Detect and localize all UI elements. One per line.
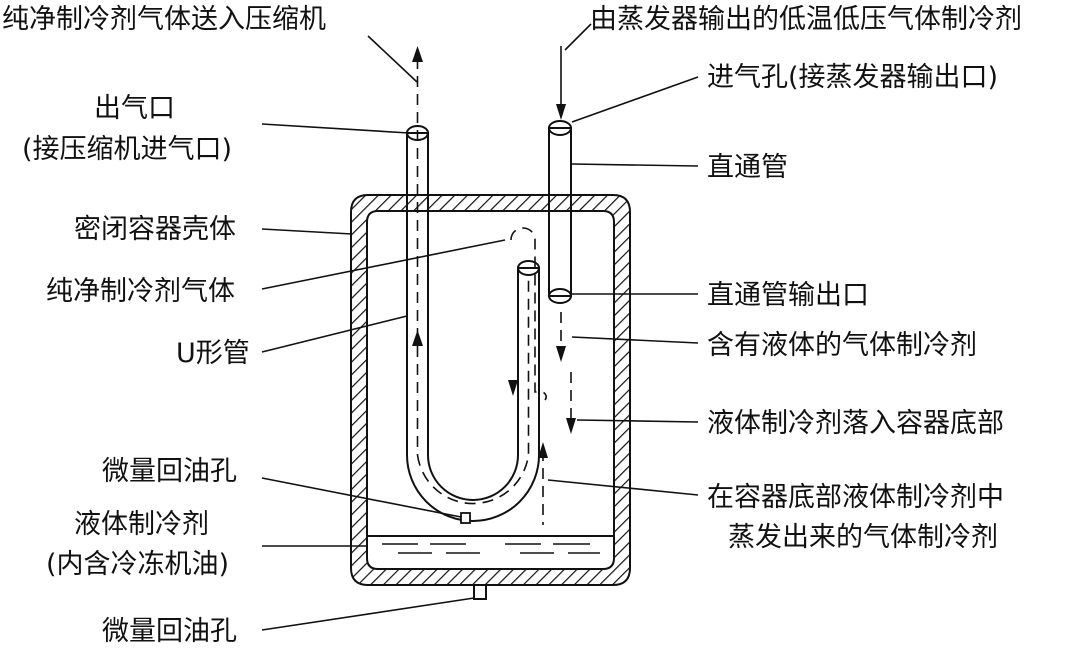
label-evaporated: 在容器底部液体制冷剂中 xyxy=(707,482,1004,513)
label-u-tube: U形管 xyxy=(176,338,250,369)
label-shell: 密闭容器壳体 xyxy=(74,214,236,245)
label-liquid-falls: 液体制冷剂落入容器底部 xyxy=(707,408,1004,439)
label-top-left: 纯净制冷剂气体送入压缩机 xyxy=(2,4,326,35)
label-liquid-sub: (内含冷冻机油) xyxy=(46,549,229,580)
label-oil-hole-bottom: 微量回油孔 xyxy=(102,616,237,647)
label-straight-outlet: 直通管输出口 xyxy=(707,280,869,311)
u-tube-oil-hole xyxy=(460,512,471,524)
label-outlet-sub: (接压缩机进气口) xyxy=(22,134,232,165)
label-outlet: 出气口 xyxy=(94,93,175,124)
label-liquid: 液体制冷剂 xyxy=(74,509,209,540)
container-shell xyxy=(350,194,631,586)
labels: 纯净制冷剂气体送入压缩机 由蒸发器输出的低温低压气体制冷剂 进气孔(接蒸发器输出… xyxy=(2,4,1022,647)
leader-lines xyxy=(261,23,699,631)
label-gas-with-liquid: 含有液体的气体制冷剂 xyxy=(707,330,977,361)
label-inlet: 进气孔(接蒸发器输出口) xyxy=(707,62,998,93)
bottom-oil-hole xyxy=(473,584,487,600)
label-evaporated-sub: 蒸发出来的气体制冷剂 xyxy=(728,522,998,553)
label-pure-gas: 纯净制冷剂气体 xyxy=(46,276,235,307)
straight-pipe xyxy=(548,120,572,304)
u-tube xyxy=(406,125,540,524)
liquid-refrigerant xyxy=(367,535,614,554)
flow-arrows xyxy=(412,46,576,458)
label-straight-pipe: 直通管 xyxy=(707,152,788,183)
label-top-right: 由蒸发器输出的低温低压气体制冷剂 xyxy=(590,4,1022,35)
flow-paths xyxy=(416,58,572,525)
label-oil-hole-upper: 微量回油孔 xyxy=(102,456,237,487)
